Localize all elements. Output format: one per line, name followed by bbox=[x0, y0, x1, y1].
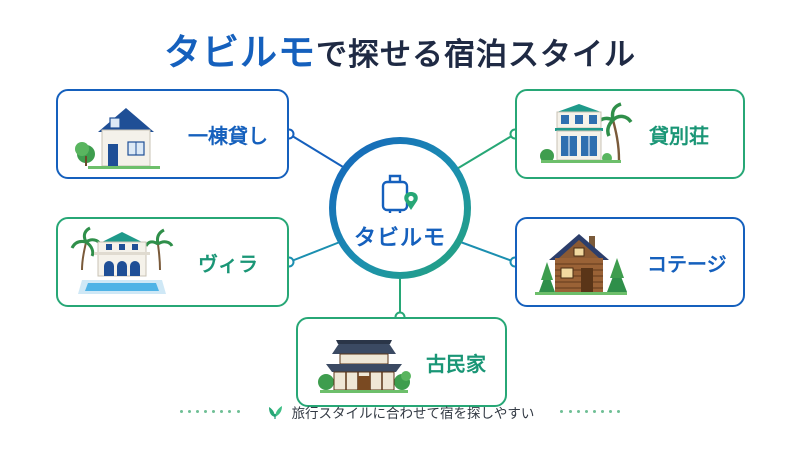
category-card-cottage[interactable]: コテージ bbox=[515, 217, 745, 307]
hub-circle: タビルモ bbox=[329, 137, 471, 279]
category-card-villa[interactable]: ヴィラ bbox=[56, 217, 289, 307]
title-rest: で探せる宿泊スタイル bbox=[316, 37, 636, 73]
footer-dots-right bbox=[560, 410, 621, 414]
category-label-kominka: 古民家 bbox=[426, 351, 486, 376]
category-label-bessou: 貸別荘 bbox=[649, 123, 709, 148]
connector-villa bbox=[288, 239, 346, 263]
log-cabin-icon bbox=[535, 234, 627, 295]
category-card-bessou[interactable]: 貸別荘 bbox=[515, 89, 745, 179]
villa-pool-icon bbox=[70, 226, 174, 294]
leaf-icon bbox=[268, 406, 282, 419]
category-card-kominka[interactable]: 古民家 bbox=[296, 317, 507, 407]
footer-text: 旅行スタイルに合わせて宿を探しやすい bbox=[291, 406, 535, 422]
footer-dots-left bbox=[179, 410, 240, 414]
footer-tagline: 旅行スタイルに合わせて宿を探しやすい bbox=[0, 402, 800, 422]
category-label-cottage: コテージ bbox=[647, 251, 727, 276]
category-label-ikkodate: 一棟貸し bbox=[188, 123, 268, 148]
connector-ikkodate bbox=[288, 133, 349, 171]
suitcase-pin-icon bbox=[381, 174, 418, 213]
category-card-ikkodate[interactable]: 一棟貸し bbox=[56, 89, 289, 179]
traditional-house-icon bbox=[318, 340, 411, 393]
connector-cottage bbox=[454, 239, 516, 263]
house-icon bbox=[75, 108, 160, 169]
resort-house-icon bbox=[540, 102, 633, 163]
category-label-villa: ヴィラ bbox=[198, 251, 258, 276]
hub-inner: タビルモ bbox=[336, 144, 464, 272]
hub-label: タビルモ bbox=[353, 226, 446, 251]
title-brand: タビルモ bbox=[164, 31, 316, 74]
page-title: タビルモで探せる宿泊スタイル bbox=[0, 22, 800, 76]
connector-bessou bbox=[454, 133, 516, 171]
